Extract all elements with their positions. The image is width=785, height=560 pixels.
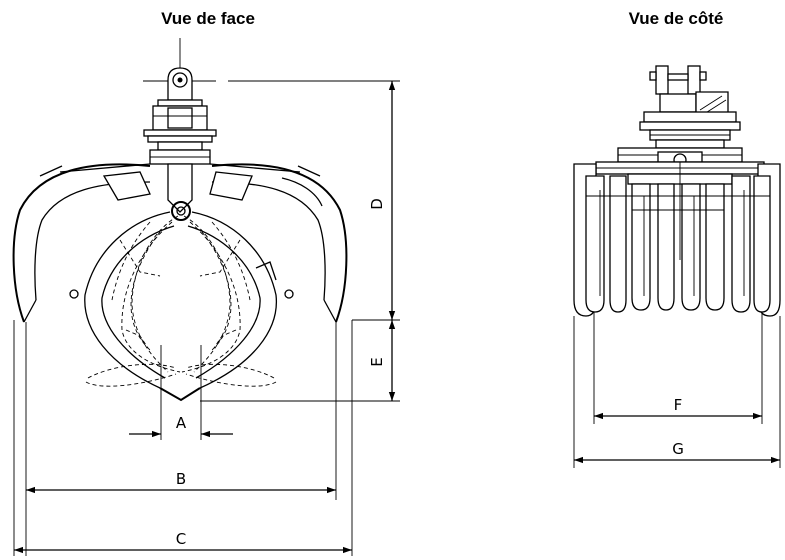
dimension-g-label: G [672,440,684,458]
dimension-a-label: A [176,414,187,432]
right-outer-tine [209,163,348,323]
dimension-d-label: D [368,198,386,210]
side-hanger [649,65,729,119]
dimension-f-label: F [674,396,683,414]
hanging-lug [167,67,193,101]
left-inner-tine [69,211,175,389]
dimension-c-label: C [176,530,186,548]
front-view: A B C D E [12,38,400,556]
dimension-e-label: E [368,357,386,366]
rotator [143,99,217,165]
left-outer-tine [12,163,151,323]
right-inner-tine [187,211,294,389]
side-view: F G [573,65,781,468]
tine-tips [159,387,201,402]
side-rotator [639,111,741,149]
side-view-title: Vue de côté [629,9,724,28]
dimension-b-label: B [176,470,186,488]
front-view-title: Vue de face [161,9,255,28]
alternate-tine-positions [85,215,277,387]
center-body [59,163,301,221]
side-tines [573,162,781,317]
